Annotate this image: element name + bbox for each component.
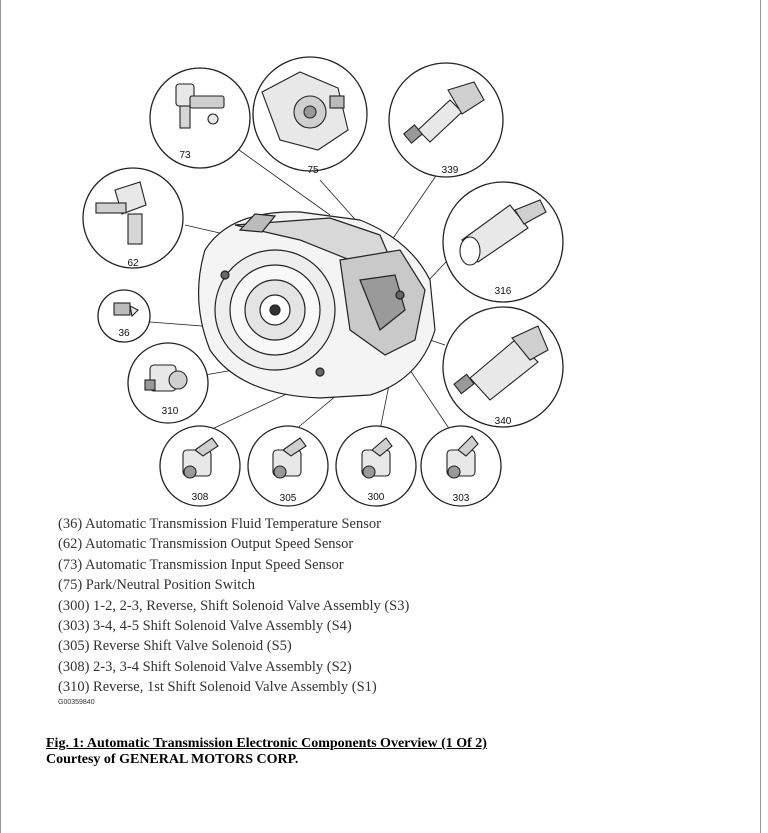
solenoid-310-icon xyxy=(144,364,188,392)
input-speed-sensor-icon xyxy=(175,83,225,129)
callout-label-340: 340 xyxy=(495,416,512,427)
connector-339-icon xyxy=(403,81,485,144)
legend-item: (303) 3-4, 4-5 Shift Solenoid Valve Asse… xyxy=(58,618,352,635)
figure-code: G00359840 xyxy=(58,699,95,706)
callout-label-339: 339 xyxy=(442,165,459,176)
legend-item: (62) Automatic Transmission Output Speed… xyxy=(58,536,354,553)
fluid-temp-sensor-icon xyxy=(113,302,139,318)
callout-label-316: 316 xyxy=(495,286,512,297)
caption-credit: Courtesy of GENERAL MOTORS CORP. xyxy=(46,752,299,767)
solenoid-308-icon xyxy=(182,437,219,479)
legend-item: (305) Reverse Shift Valve Solenoid (S5) xyxy=(58,638,292,655)
legend-item: (73) Automatic Transmission Input Speed … xyxy=(58,556,344,573)
caption-title: Fig. 1: Automatic Transmission Electroni… xyxy=(46,736,487,751)
callout-label-75: 75 xyxy=(307,165,319,176)
solenoid-300-icon xyxy=(361,437,393,479)
solenoid-303-icon xyxy=(446,435,479,479)
connector-316-icon xyxy=(459,199,547,266)
callout-label-303: 303 xyxy=(453,493,470,504)
connector-340-icon xyxy=(453,325,549,401)
legend-item: (75) Park/Neutral Position Switch xyxy=(58,577,255,594)
page-border-left xyxy=(0,0,1,833)
component-drawings xyxy=(95,71,549,479)
callout-circle-36 xyxy=(97,289,151,343)
callout-label-300: 300 xyxy=(368,492,385,503)
component-legend: (36) Automatic Transmission Fluid Temper… xyxy=(58,514,409,698)
output-speed-sensor-icon xyxy=(95,181,147,245)
callout-circle-73 xyxy=(149,67,251,169)
callout-label-305: 305 xyxy=(280,493,297,504)
legend-item: (36) Automatic Transmission Fluid Temper… xyxy=(58,516,381,532)
solenoid-305-icon xyxy=(272,437,307,479)
callout-label-62: 62 xyxy=(127,258,139,269)
callout-label-308: 308 xyxy=(192,492,209,503)
callout-label-36: 36 xyxy=(118,328,130,339)
park-neutral-switch-icon xyxy=(261,71,349,151)
transmission-body xyxy=(197,211,436,399)
transmission-diagram: 73 75 339 62 316 36 310 340 308 305 300 … xyxy=(82,56,564,507)
figure-caption: Fig. 1: Automatic Transmission Electroni… xyxy=(46,736,487,768)
legend-item: (310) Reverse, 1st Shift Solenoid Valve … xyxy=(58,679,377,696)
legend-item: (300) 1-2, 2-3, Reverse, Shift Solenoid … xyxy=(58,597,410,614)
callout-label-73: 73 xyxy=(179,150,191,161)
legend-item: (308) 2-3, 3-4 Shift Solenoid Valve Asse… xyxy=(58,658,352,675)
page-border-right xyxy=(760,0,761,833)
callout-label-310: 310 xyxy=(162,406,179,417)
